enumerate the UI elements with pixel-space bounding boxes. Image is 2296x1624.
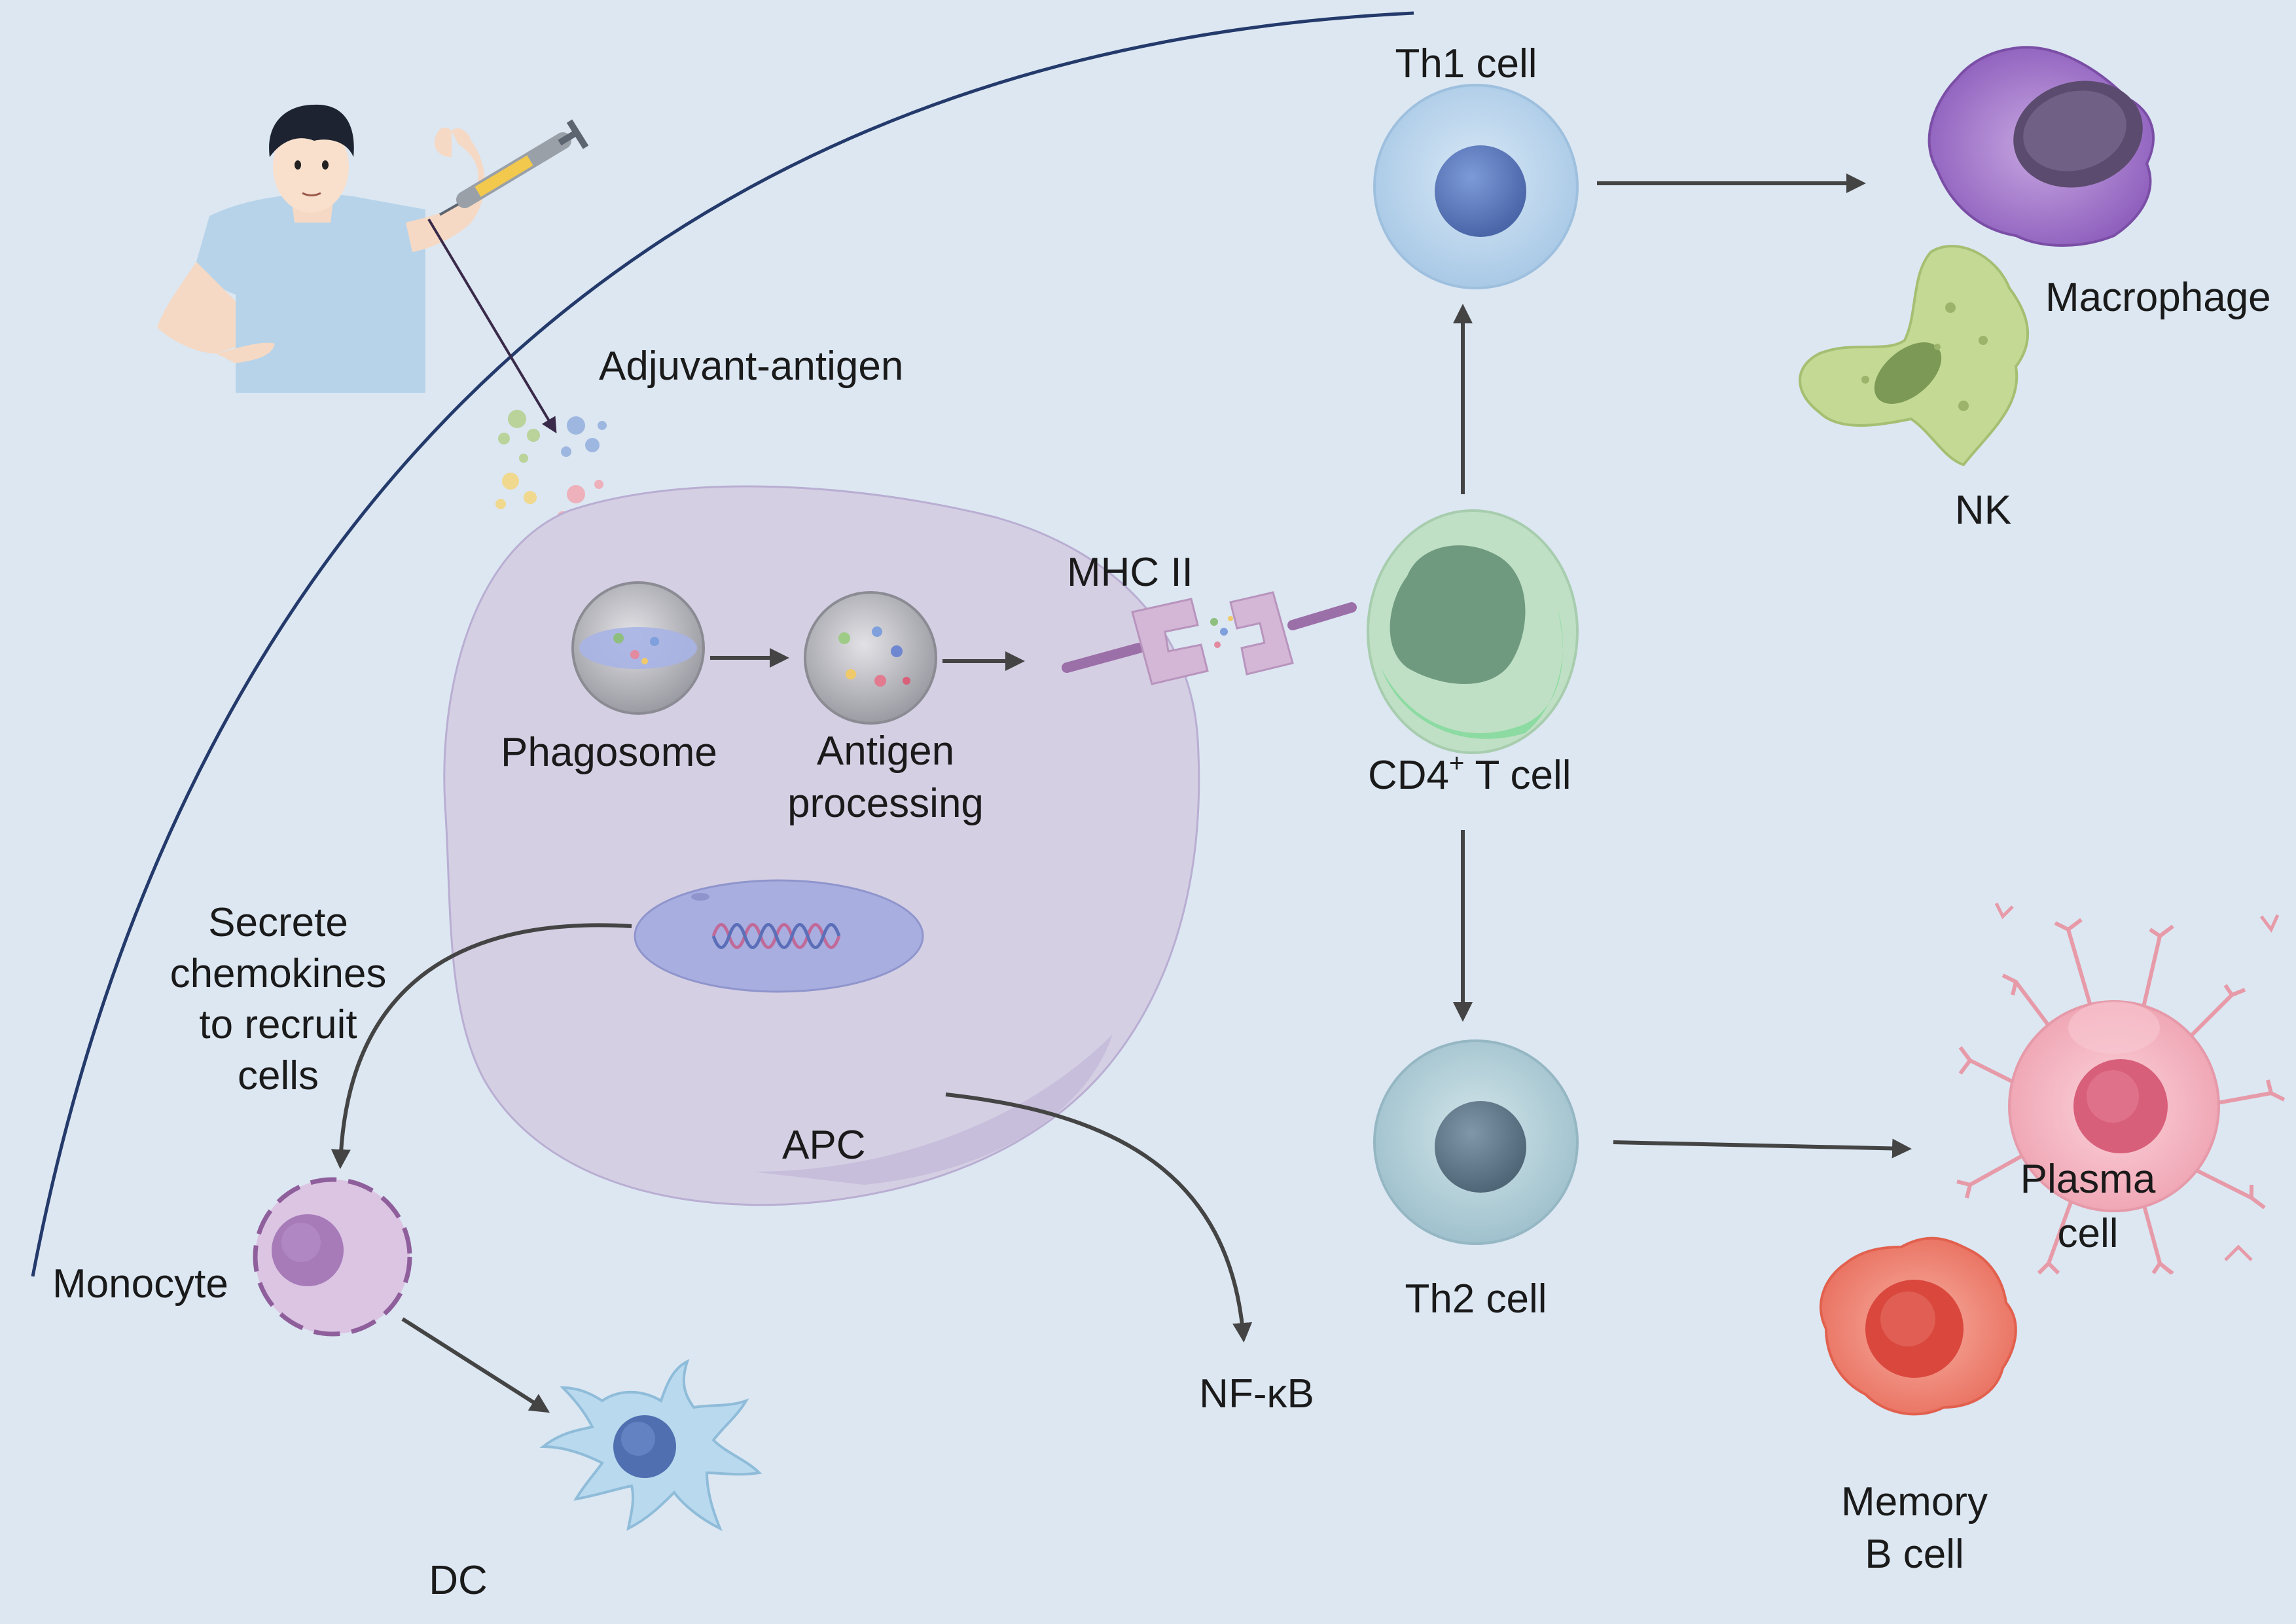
arrow-apc-to-nfkb (945, 1092, 1253, 1343)
monocyte-label: Monocyte (52, 1261, 228, 1307)
plasma-cell (1956, 902, 2286, 1275)
adjuvant-antigen-label: Adjuvant-antigen (599, 344, 903, 389)
mhc-ii-label: MHC II (1067, 550, 1193, 595)
dendritic-cell (539, 1359, 762, 1532)
memory-b-cell-label-line1: Memory (1841, 1479, 1988, 1525)
antigen-processing-icon (804, 591, 937, 725)
phagosome-icon (571, 581, 705, 715)
nk-label: NK (1955, 488, 2011, 533)
syringe-icon (439, 119, 589, 216)
secrete-label-line3: to recruit (199, 1002, 357, 1047)
apc-label: APC (782, 1123, 865, 1168)
nfkb-label: NF-κB (1199, 1371, 1314, 1416)
secrete-label-line4: cells (238, 1053, 319, 1098)
th2-cell-label: Th2 cell (1405, 1276, 1547, 1322)
phagosome-label: Phagosome (501, 730, 717, 775)
th1-cell (1373, 84, 1579, 289)
mhc-ii-complex (1062, 591, 1357, 685)
arrow-nucleus-to-monocyte (331, 923, 632, 1169)
macrophage-label: Macrophage (2045, 275, 2271, 320)
nk-cell (1799, 245, 2030, 467)
cd4-t-cell-label: CD4+ T cell (1368, 749, 1571, 798)
plasma-cell-label-line2: cell (2057, 1211, 2118, 1256)
dc-label: DC (429, 1558, 488, 1603)
memory-b-cell-label-line2: B cell (1865, 1532, 1964, 1577)
antigen-processing-label-line2: processing (787, 781, 984, 826)
membrane-curve (31, 11, 1414, 1277)
th1-cell-label: Th1 cell (1395, 41, 1537, 86)
macrophage-cell (1928, 46, 2155, 247)
plasma-cell-label-line1: Plasma (2020, 1157, 2156, 1202)
arrow-th2-to-plasma (1613, 1138, 1912, 1159)
th2-cell (1373, 1039, 1579, 1245)
arrow-monocyte-to-dc (401, 1317, 550, 1413)
monocyte-cell (253, 1177, 412, 1337)
apc-nucleus-dna (634, 879, 924, 993)
secrete-label-line2: chemokines (170, 951, 387, 996)
antigen-processing-label-line1: Antigen (817, 729, 954, 774)
cd4-t-cell (1367, 509, 1579, 754)
secrete-label-line1: Secrete (208, 900, 348, 945)
memory-b-cell (1820, 1236, 2017, 1416)
injection-arrow (427, 218, 557, 434)
vaccinated-person-illustration (157, 104, 485, 393)
